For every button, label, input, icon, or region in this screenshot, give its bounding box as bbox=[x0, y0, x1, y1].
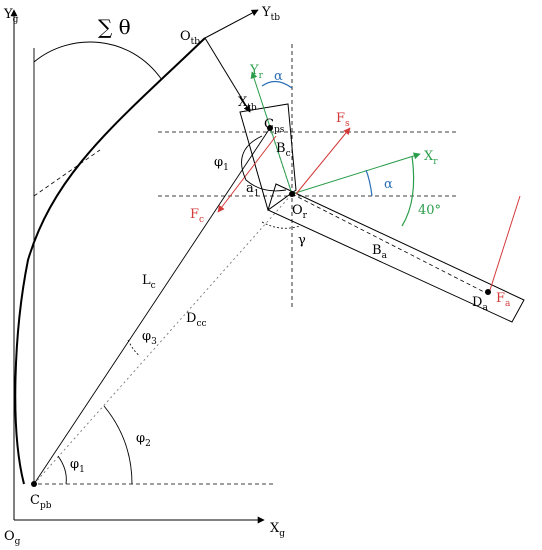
og-label: Og bbox=[4, 529, 21, 547]
fs-label: Fs bbox=[336, 111, 350, 129]
angle-40-label: 40° bbox=[418, 203, 441, 218]
da-label: Da bbox=[472, 295, 488, 313]
fa-force-line bbox=[489, 195, 521, 291]
lc-line bbox=[33, 127, 271, 485]
xr-axis bbox=[291, 152, 421, 195]
bc-label: Bc bbox=[276, 141, 291, 159]
xr-label: Xr bbox=[424, 149, 438, 167]
xtb-axis bbox=[204, 37, 251, 113]
sum-theta-arc bbox=[33, 41, 163, 81]
phi1-bottom-label: φ1 bbox=[70, 457, 85, 475]
ba-label: Ba bbox=[372, 243, 388, 261]
fs-force-arrow bbox=[295, 127, 351, 195]
a1-label: a1 bbox=[246, 181, 260, 199]
phi2-arc bbox=[103, 405, 133, 485]
sum-theta-label: ∑ θ bbox=[98, 15, 131, 39]
alpha-top-label: α bbox=[274, 69, 283, 84]
yr-axis bbox=[250, 71, 293, 195]
xtb-label: Xtb bbox=[238, 95, 257, 113]
fa-label: Fa bbox=[496, 291, 511, 309]
ytb-axis bbox=[204, 9, 259, 39]
dcc-label: Dcc bbox=[186, 311, 207, 329]
alpha-right-label: α bbox=[384, 177, 393, 192]
phi1-top-arc bbox=[241, 135, 287, 192]
or-point bbox=[289, 191, 295, 197]
yg-label: Yg bbox=[3, 7, 19, 25]
alpha-right-arc bbox=[365, 169, 373, 197]
ba-link-body bbox=[267, 183, 525, 323]
da-point bbox=[485, 289, 491, 295]
cps-label: Cps bbox=[264, 117, 285, 135]
dcc-line bbox=[33, 193, 293, 485]
angle-40-arc bbox=[401, 155, 415, 227]
xg-label: Xg bbox=[270, 521, 285, 539]
phi1-bottom-arc bbox=[57, 455, 67, 485]
gamma-arc bbox=[261, 221, 301, 229]
lc-label: Lc bbox=[142, 273, 156, 291]
fc-force-arrow bbox=[217, 135, 277, 213]
boom-tangent-dashed bbox=[33, 149, 101, 197]
cpb-point bbox=[31, 481, 37, 487]
fc-label: Fc bbox=[190, 207, 204, 225]
alpha-top-arc bbox=[261, 80, 293, 89]
boom-curve bbox=[14, 37, 206, 485]
or-label: Or bbox=[292, 203, 308, 221]
bc-link-body bbox=[239, 103, 297, 211]
cps-point bbox=[267, 125, 273, 131]
yr-label: Yr bbox=[249, 63, 264, 81]
gamma-label: γ bbox=[298, 233, 306, 248]
phi1-top-label: φ1 bbox=[214, 155, 229, 173]
phi3-arc bbox=[127, 339, 141, 357]
ytb-label: Ytb bbox=[261, 5, 280, 23]
cpb-label: Cpb bbox=[30, 493, 52, 511]
otb-label: Otb bbox=[180, 29, 200, 47]
phi2-label: φ2 bbox=[136, 431, 151, 449]
ba-centerline bbox=[291, 193, 489, 295]
phi3-label: φ3 bbox=[142, 329, 157, 347]
